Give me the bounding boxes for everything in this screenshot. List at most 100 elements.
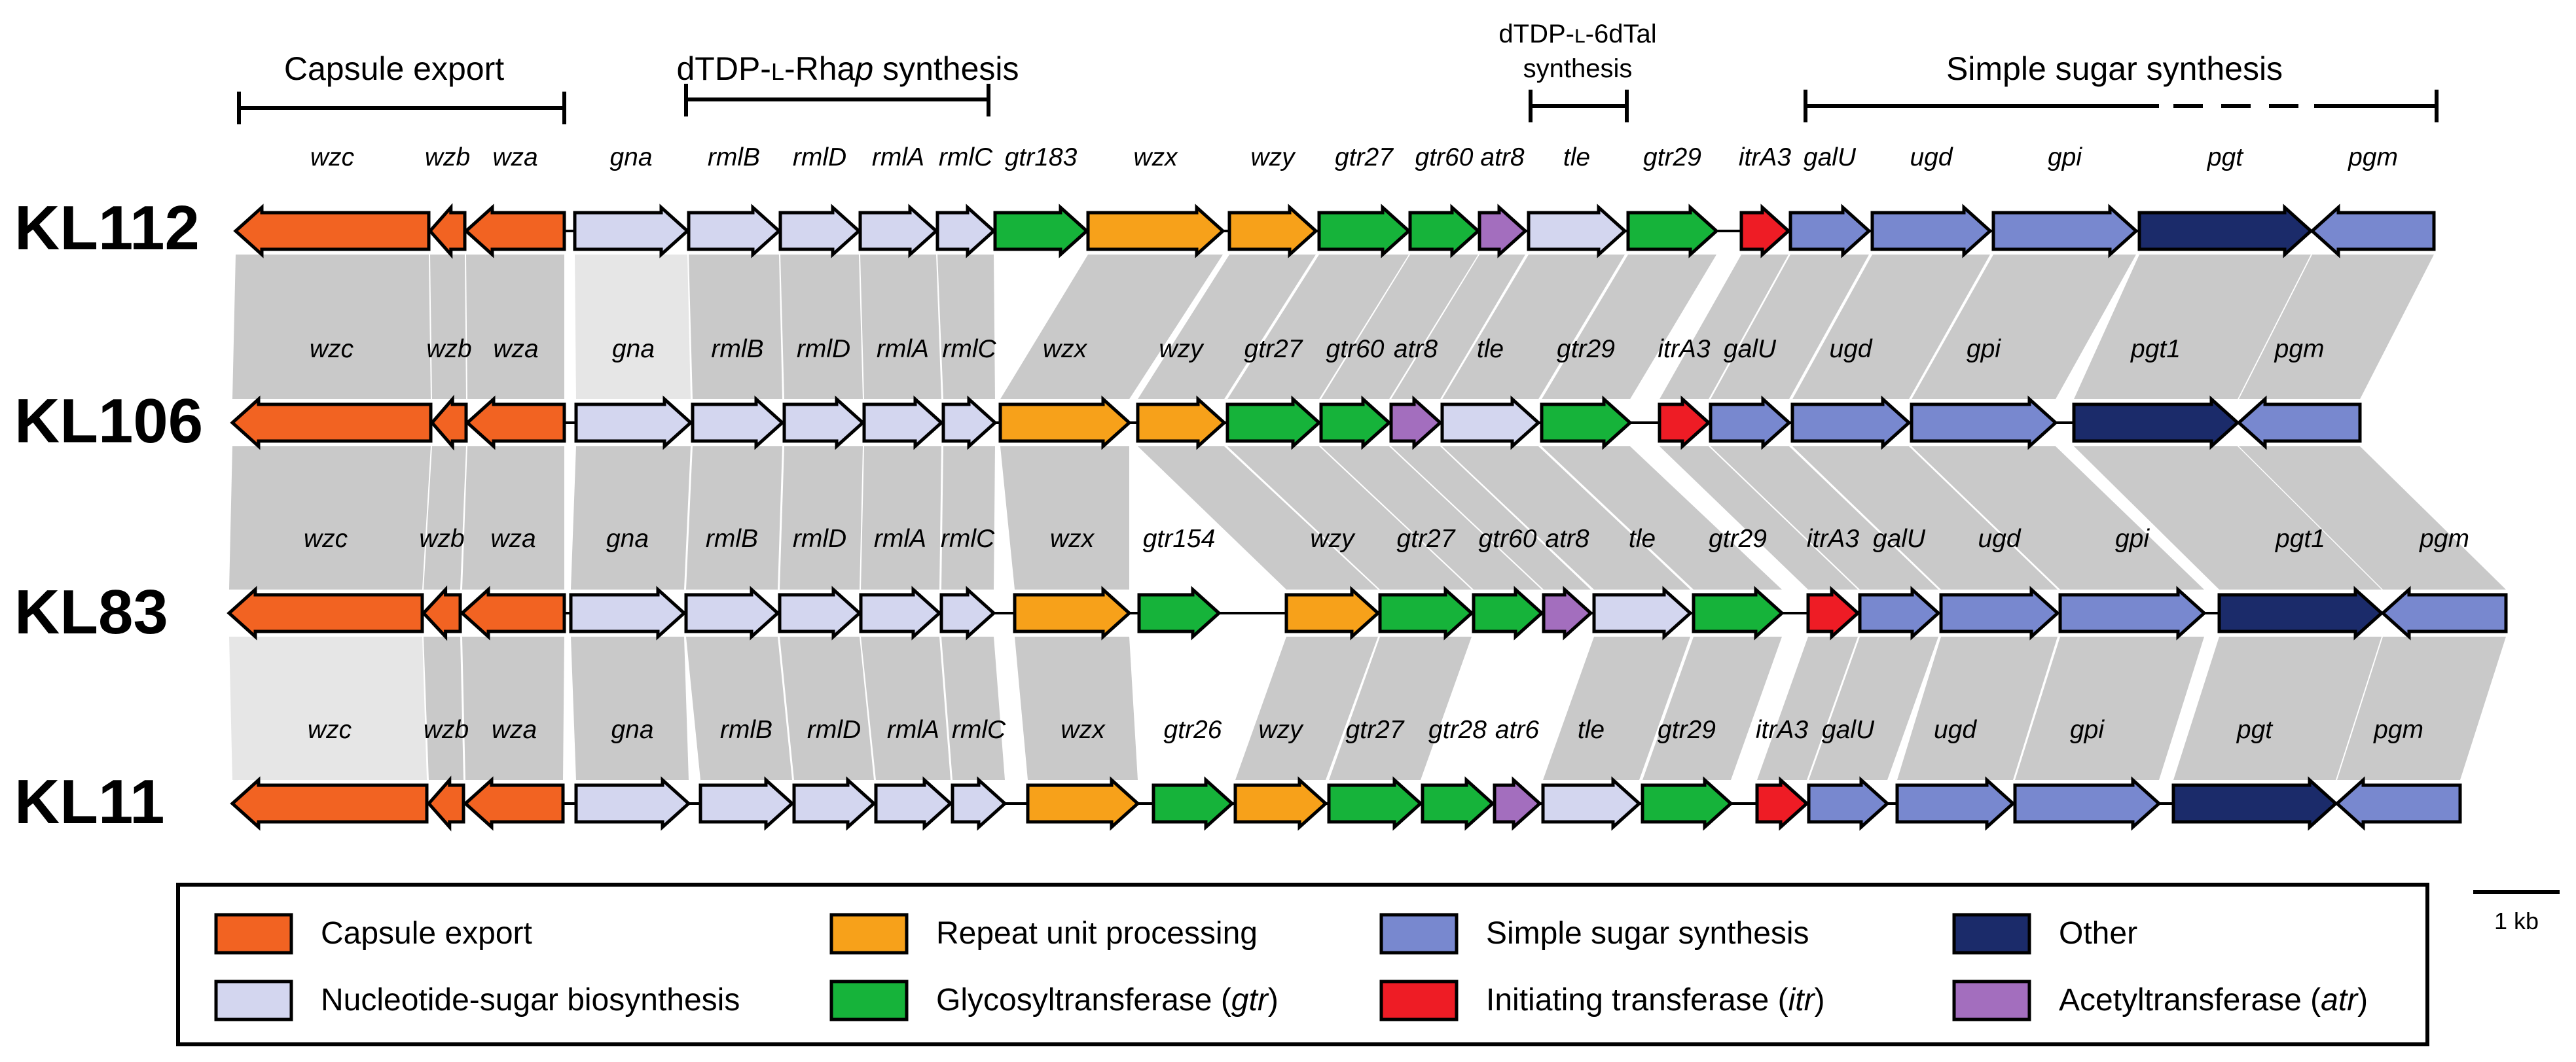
gene-arrow-wzx [1086,204,1225,258]
gene-arrow-rmlA [859,586,942,641]
homology-block [1000,255,1223,399]
gene-arrow-pgm [2236,395,2362,450]
gene-label-pgm: pgm [2373,716,2423,744]
gene-label-gna: gna [609,143,652,171]
homology-block [1912,255,2136,399]
legend-label: Nucleotide-sugar biosynthesis [321,983,740,1018]
homology-block [860,255,941,399]
gene-label-gpi: gpi [2070,716,2105,744]
homology-block [1015,637,1138,780]
gene-arrow-pgt [2171,776,2338,831]
homology-block [937,255,995,399]
gene-arrow-wza [463,776,565,831]
gene-label-itrA3: itrA3 [1658,335,1711,363]
homology-block [571,637,689,780]
gene-arrow-tle [1440,395,1541,450]
homology-block [861,446,941,590]
gene-arrows [227,203,2508,832]
homology-block [689,255,782,399]
gene-label-pgt: pgt [2207,143,2244,171]
gene-arrow-gtr60 [1408,204,1481,258]
header-rha-synthesis: dTDP-L-Rhap synthesis [676,50,1019,116]
gene-arrow-pgt1 [2072,395,2240,450]
gene-label-gtr29: gtr29 [1643,143,1701,171]
gene-arrow-pgm [2334,776,2462,831]
gene-label-itrA3: itrA3 [1756,716,1809,744]
header-rha-label: dTDP-L-Rhap synthesis [676,50,1019,87]
gene-arrow-itrA3 [1755,776,1809,831]
legend-item-itr: Initiating transferase (itr) [1379,980,1825,1021]
gene-label-wzb: wzb [424,716,469,744]
gene-label-pgt: pgt [2236,716,2274,744]
gene-arrow-gtr29 [1540,395,1633,450]
gene-label-tle: tle [1563,143,1590,171]
gene-label-gtr183: gtr183 [1005,143,1078,171]
gene-label-galU: galU [1873,525,1926,553]
header-tal-synthesis: dTDP-L-6dTal synthesis [1498,20,1657,122]
gene-arrow-ugd [1939,586,2060,641]
gene-arrow-itrA3 [1658,395,1711,450]
gene-arrow-rmlA [862,395,944,450]
gene-arrow-galU [1788,204,1872,258]
gene-arrow-rmlB [691,395,785,450]
homology-block [1321,446,1542,590]
gene-arrow-wzx [1026,776,1140,831]
gene-label-wza: wza [493,335,538,363]
gene-label-pgt1: pgt1 [2130,335,2181,363]
gene-label-rmlC: rmlC [952,716,1006,744]
homology-block [1912,446,2204,590]
gene-arrow-gtr154 [1137,586,1222,641]
gene-arrow-wza [465,395,566,450]
gene-label-gtr27: gtr27 [1335,143,1394,171]
gene-label-gtr27: gtr27 [1244,335,1303,363]
gene-label-gna: gna [606,525,649,553]
gene-arrow-wza [463,204,566,258]
homology-block [1227,255,1409,399]
gene-arrow-gtr60 [1472,586,1544,641]
legend-swatch [214,980,293,1021]
homology-block [2074,446,2382,590]
gene-arrow-wzb [429,395,468,451]
gene-arrow-pgm [2380,586,2508,641]
gene-label-wzy: wzy [1310,525,1356,553]
homology-block [571,446,691,590]
header-tal-label: dTDP-L-6dTal [1498,20,1656,48]
gene-arrow-rmlC [951,776,1007,831]
gene-arrow-rmlB [687,204,782,258]
gene-label-wzx: wzx [1061,716,1106,744]
homology-block [2173,637,2382,780]
gene-label-rmlC: rmlC [941,525,995,553]
gene-arrow-gna [573,204,690,258]
homology-block [941,446,995,590]
gene-label-rmlB: rmlB [711,335,763,363]
gene-label-gtr29: gtr29 [1658,716,1716,744]
gene-arrow-rmlC [935,204,996,258]
gene-arrow-gtr27 [1317,204,1411,258]
header-capsule-export-label: Capsule export [284,50,504,87]
legend-label: Simple sugar synthesis [1486,916,1809,951]
homology-block [2239,255,2434,399]
gene-label-rmlA: rmlA [887,716,939,744]
gene-arrow-rmlD [778,586,862,641]
homology-block [1235,637,1378,780]
gene-arrow-ugd [1870,204,1993,258]
gene-arrow-gna [574,776,691,831]
legend-label: Other [2059,916,2137,951]
legend-item-other: Other [1952,913,2137,955]
legend-item-simple: Simple sugar synthesis [1379,913,1809,955]
gene-label-wzx: wzx [1043,335,1088,363]
gene-arrow-pgt [2137,204,2313,258]
gene-label-gpi: gpi [1967,335,2001,363]
header-tal-label-line2: synthesis [1523,54,1633,83]
gene-arrow-gpi [2013,776,2162,831]
gene-label-gtr60: gtr60 [1479,525,1537,553]
legend-swatch [1379,980,1459,1021]
homology-blocks [229,255,2506,780]
gene-label-rmlB: rmlB [708,143,760,171]
gene-label-rmlB: rmlB [706,525,758,553]
gene-label-gpi: gpi [2048,143,2082,171]
gene-arrow-wzy [1233,776,1328,831]
homology-block [1809,637,1938,780]
gene-arrow-galU [1709,395,1792,450]
